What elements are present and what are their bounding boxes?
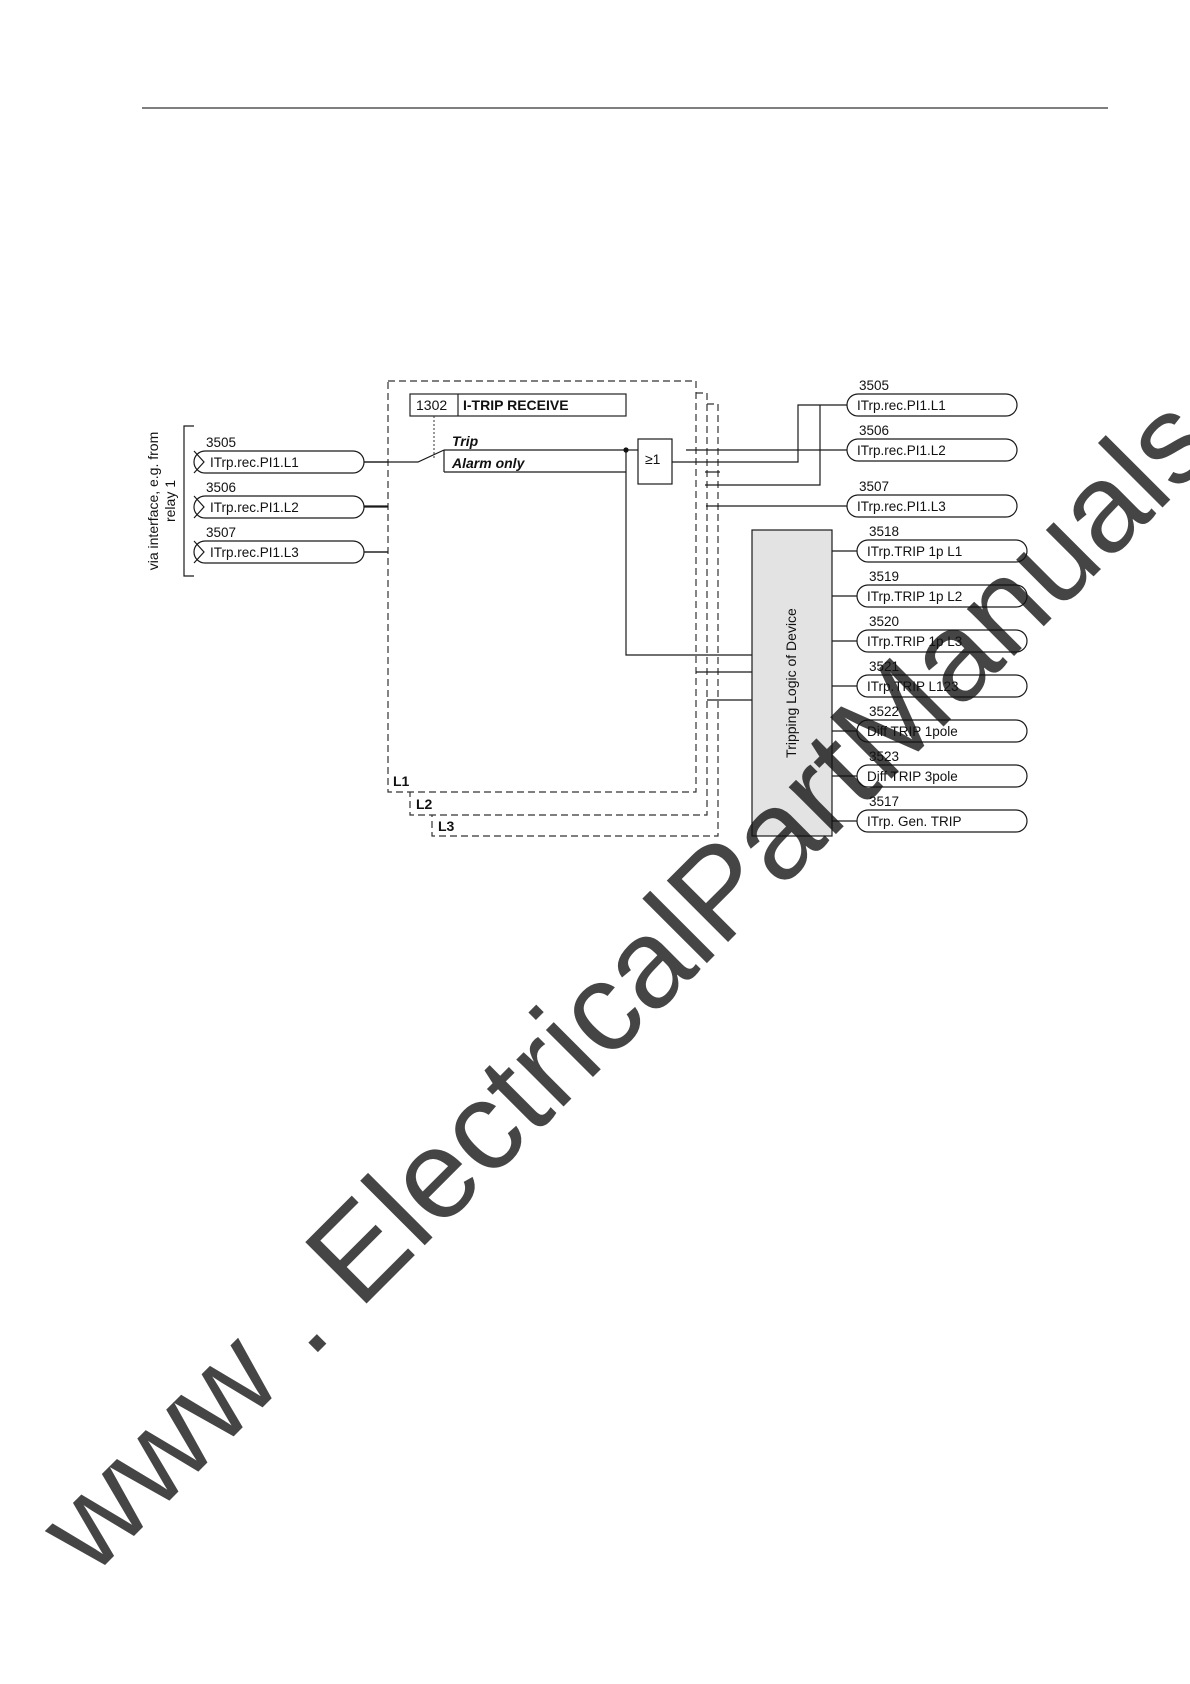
signal-label: ITrp.rec.PI1.L2 xyxy=(210,500,299,515)
input-bracket xyxy=(183,425,194,577)
input-chevron-icon xyxy=(193,495,205,519)
phase-l1-label: L1 xyxy=(393,773,410,789)
signal-label: ITrp.rec.PI1.L1 xyxy=(210,455,299,470)
signal-number: 3521 xyxy=(869,659,899,674)
phase-l2-label: L2 xyxy=(416,796,433,812)
switch-alarm-only: Alarm only xyxy=(451,455,526,471)
signal-number: 3505 xyxy=(206,435,236,450)
signal-label: ITrp.rec.PI1.L3 xyxy=(210,545,299,560)
switch-trip: Trip xyxy=(452,433,479,449)
signal-pill xyxy=(846,393,1018,417)
tripping-logic-label: Tripping Logic of Device xyxy=(783,608,799,758)
side-label-line2: relay 1 xyxy=(162,480,178,522)
input-signals: 3505ITrp.rec.PI1.L13506ITrp.rec.PI1.L235… xyxy=(193,435,388,564)
signal-number: 3507 xyxy=(206,525,236,540)
parameter-number: 1302 xyxy=(416,397,447,413)
parameter-title: I-TRIP RECEIVE xyxy=(463,397,569,413)
signal-label: ITrp.TRIP 1p L1 xyxy=(867,544,962,559)
signal-number: 3522 xyxy=(869,704,899,719)
upper-output-signals: 3505ITrp.rec.PI1.L13506ITrp.rec.PI1.L235… xyxy=(846,378,1018,518)
signal-label: ITrp. Gen. TRIP xyxy=(867,814,962,829)
signal-label: ITrp.TRIP 1p L3 xyxy=(867,634,962,649)
parameter-block: 1302 I-TRIP RECEIVE xyxy=(409,393,627,417)
signal-number: 3520 xyxy=(869,614,899,629)
signal-number: 3518 xyxy=(869,524,899,539)
signal-number: 3523 xyxy=(869,749,899,764)
signal-label: ITrp.TRIP 1p L2 xyxy=(867,589,962,604)
junction-dot xyxy=(623,447,629,453)
signal-label: ITrp.TRIP L123 xyxy=(867,679,959,694)
input-chevron-icon xyxy=(193,540,205,564)
signal-number: 3506 xyxy=(206,480,236,495)
signal-label: Diff TRIP 1pole xyxy=(867,724,958,739)
or-gate-label: ≥1 xyxy=(645,451,661,467)
phase-l3-label: L3 xyxy=(438,818,455,834)
signal-label: ITrp.rec.PI1.L3 xyxy=(857,499,946,514)
signal-number: 3519 xyxy=(869,569,899,584)
signal-number: 3506 xyxy=(859,423,889,438)
watermark: www . ElectricalPartManuals . com xyxy=(11,126,1190,1598)
input-chevron-icon xyxy=(193,450,205,474)
signal-number: 3507 xyxy=(859,479,889,494)
signal-number: 3505 xyxy=(859,378,889,393)
side-label-line1: via interface, e.g. from xyxy=(145,432,161,571)
signal-pill xyxy=(846,494,1018,518)
signal-number: 3517 xyxy=(869,794,899,809)
signal-pill xyxy=(846,438,1018,462)
connection-lines xyxy=(364,404,847,701)
signal-label: ITrp.rec.PI1.L1 xyxy=(857,398,946,413)
tripping-logic-block xyxy=(751,529,833,837)
signal-label: Diff TRIP 3pole xyxy=(867,769,958,784)
signal-label: ITrp.rec.PI1.L2 xyxy=(857,443,946,458)
